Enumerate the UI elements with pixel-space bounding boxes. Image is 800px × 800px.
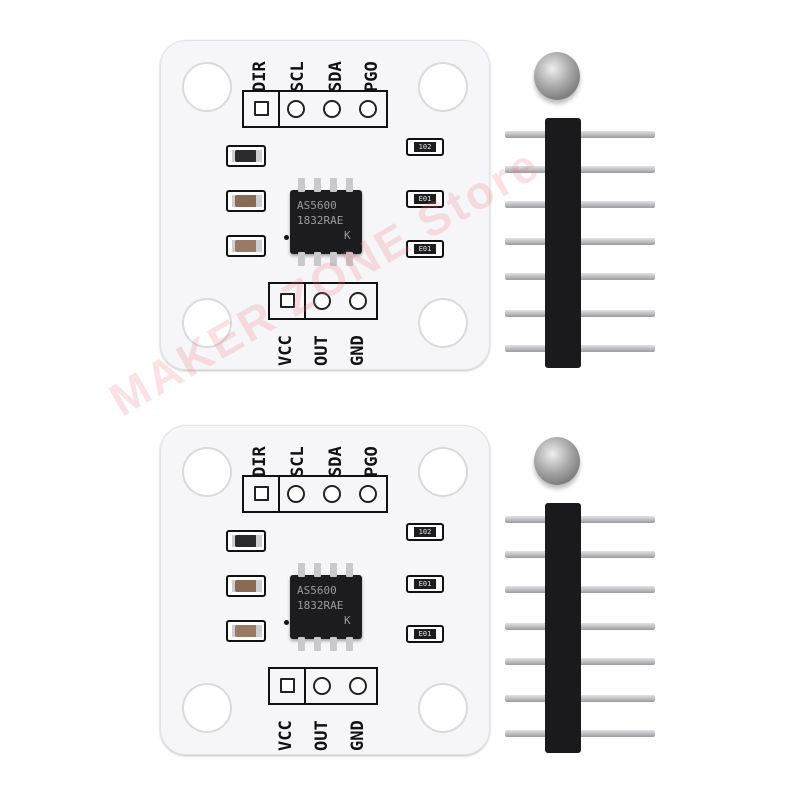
magnet bbox=[534, 52, 580, 100]
pad-dir bbox=[254, 486, 269, 501]
resistor-r3: E01 bbox=[406, 240, 444, 258]
pcb-board: DIR SCL SDA PGO AS5600 1832RAE K bbox=[160, 425, 490, 755]
as5600-chip: AS5600 1832RAE K bbox=[290, 563, 362, 651]
pin-label-sda: SDA bbox=[326, 61, 346, 92]
pin-label-dir: DIR bbox=[250, 446, 270, 477]
pad-gnd bbox=[349, 677, 367, 695]
pad-dir bbox=[254, 101, 269, 116]
resistor-r2: E01 bbox=[406, 575, 444, 593]
pad-vcc bbox=[280, 293, 295, 308]
mounting-hole bbox=[182, 62, 232, 112]
chip-text-model: AS5600 bbox=[297, 199, 337, 212]
header-plastic bbox=[545, 503, 581, 753]
pin-label-sda: SDA bbox=[326, 446, 346, 477]
pin-label-vcc: VCC bbox=[276, 335, 296, 366]
pin-label-pgo: PGO bbox=[362, 61, 382, 92]
resistor-r2: E01 bbox=[406, 190, 444, 208]
pad-sda bbox=[323, 100, 341, 118]
resistor-code: E01 bbox=[414, 244, 436, 254]
resistor-r1: 102 bbox=[406, 138, 444, 156]
chip-text-k: K bbox=[344, 614, 351, 627]
pad-pgo bbox=[359, 100, 377, 118]
chip-text-code: 1832RAE bbox=[297, 214, 344, 227]
pin1-marker bbox=[284, 235, 289, 240]
magnet bbox=[534, 437, 580, 485]
resistor-code: E01 bbox=[414, 194, 436, 204]
resistor-code: 102 bbox=[414, 527, 436, 537]
resistor-code: 102 bbox=[414, 142, 436, 152]
pin-label-scl: SCL bbox=[288, 61, 308, 92]
pad-vcc bbox=[280, 678, 295, 693]
pin-label-gnd: GND bbox=[348, 720, 368, 751]
pad-gnd bbox=[349, 292, 367, 310]
chip-text-code: 1832RAE bbox=[297, 599, 344, 612]
mounting-hole bbox=[418, 683, 468, 733]
pin-box-out-gnd bbox=[304, 667, 378, 705]
mounting-hole bbox=[418, 447, 468, 497]
mounting-hole bbox=[418, 298, 468, 348]
mounting-hole bbox=[182, 683, 232, 733]
chip-text-model: AS5600 bbox=[297, 584, 337, 597]
pin-label-gnd: GND bbox=[348, 335, 368, 366]
capacitor-c2 bbox=[226, 190, 266, 212]
mounting-hole bbox=[182, 447, 232, 497]
capacitor-c3 bbox=[226, 620, 266, 642]
pin-box-out-gnd bbox=[304, 282, 378, 320]
capacitor-c3 bbox=[226, 235, 266, 257]
mounting-hole bbox=[418, 62, 468, 112]
as5600-chip: AS5600 1832RAE K bbox=[290, 178, 362, 266]
pad-pgo bbox=[359, 485, 377, 503]
pcb-board: DIR SCL SDA PGO AS5600 1832RA bbox=[160, 40, 490, 370]
resistor-r3: E01 bbox=[406, 625, 444, 643]
pad-out bbox=[313, 292, 331, 310]
pin-label-out: OUT bbox=[312, 720, 332, 751]
pad-scl bbox=[287, 100, 305, 118]
capacitor-c1 bbox=[226, 145, 266, 167]
pin-box-i2c bbox=[278, 475, 388, 513]
sensor-module-1: DIR SCL SDA PGO AS5600 1832RA bbox=[0, 0, 800, 390]
resistor-r1: 102 bbox=[406, 523, 444, 541]
chip-text-k: K bbox=[344, 229, 351, 242]
resistor-code: E01 bbox=[414, 579, 436, 589]
resistor-code: E01 bbox=[414, 629, 436, 639]
pin-label-dir: DIR bbox=[250, 61, 270, 92]
pin-box-i2c bbox=[278, 90, 388, 128]
header-plastic bbox=[545, 118, 581, 368]
pin-label-scl: SCL bbox=[288, 446, 308, 477]
pin1-marker bbox=[284, 620, 289, 625]
capacitor-c2 bbox=[226, 575, 266, 597]
capacitor-c1 bbox=[226, 530, 266, 552]
mounting-hole bbox=[182, 298, 232, 348]
pin-label-pgo: PGO bbox=[362, 446, 382, 477]
pad-out bbox=[313, 677, 331, 695]
pin-label-vcc: VCC bbox=[276, 720, 296, 751]
pad-scl bbox=[287, 485, 305, 503]
pin-label-out: OUT bbox=[312, 335, 332, 366]
pad-sda bbox=[323, 485, 341, 503]
sensor-module-2: DIR SCL SDA PGO AS5600 1832RAE K bbox=[0, 385, 800, 775]
